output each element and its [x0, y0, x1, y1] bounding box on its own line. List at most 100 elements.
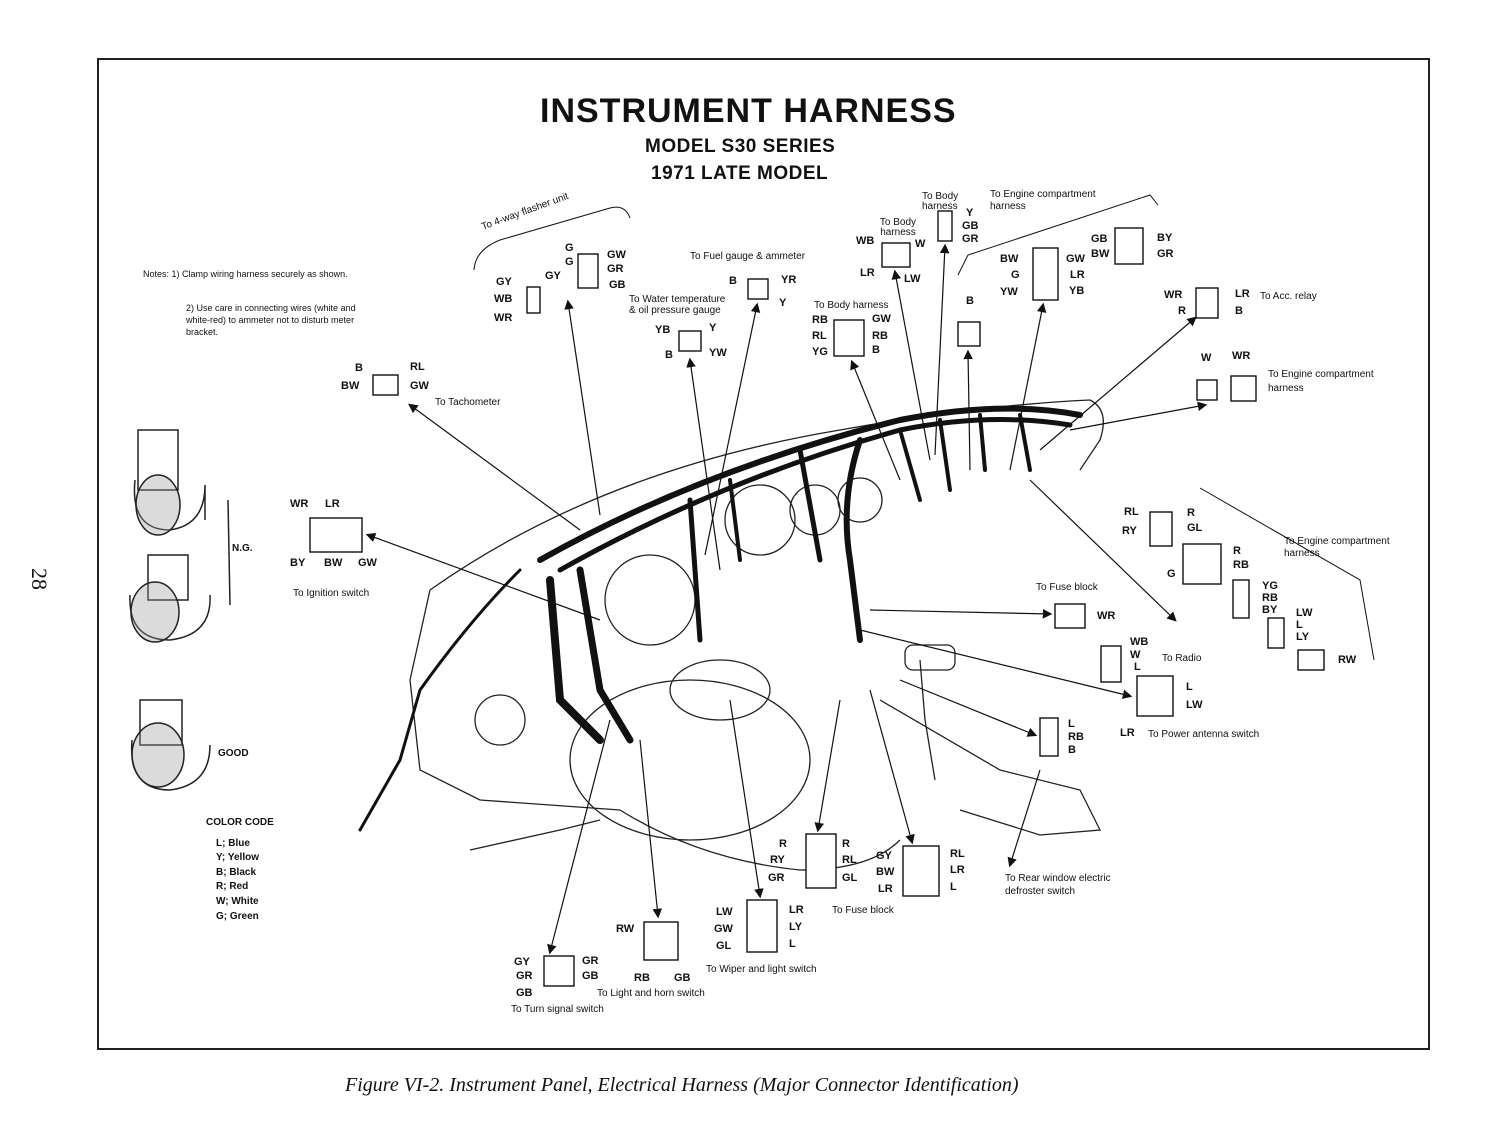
dest-water-temp-2: & oil pressure gauge	[629, 305, 721, 316]
clamp-good	[130, 699, 211, 791]
connector-wiper	[746, 899, 778, 953]
dashboard-left-outline	[409, 589, 621, 811]
wire-code: R	[779, 838, 787, 850]
wire-code: YR	[781, 274, 797, 286]
wire-code: B	[665, 349, 673, 361]
dest-tachometer: To Tachometer	[435, 397, 501, 408]
dest-fuel-gauge: To Fuel gauge & ammeter	[690, 251, 806, 262]
diagram-subtitle-model: MODEL S30 SERIES	[645, 136, 836, 157]
wire-code: RB	[812, 314, 828, 326]
wire-code: B	[729, 275, 737, 287]
wire-code: R	[1178, 305, 1186, 317]
figure-frame	[97, 58, 1430, 1050]
wire-code: WR	[494, 312, 513, 324]
connector-eng-e	[1182, 543, 1222, 585]
dest-turn-signal: To Turn signal switch	[511, 1004, 604, 1015]
wire-code: L	[1296, 619, 1303, 631]
color-code-legend: COLOR CODE L; Blue Y; Yellow B; Black R;…	[206, 816, 274, 924]
arrow-body-a	[850, 359, 901, 481]
wire-code: LY	[1296, 631, 1310, 643]
harness-branch-a	[898, 428, 922, 502]
arrow-antenna	[859, 629, 1133, 699]
connector-eng-c1	[1196, 379, 1218, 401]
connector-turn	[543, 955, 575, 987]
color-code-heading: COLOR CODE	[206, 817, 274, 828]
vent-left	[474, 694, 526, 746]
connector-eng-b	[1114, 227, 1144, 265]
color-code-entry: B; Black	[216, 866, 257, 878]
wire-code: L	[1186, 681, 1193, 693]
connector-water	[678, 330, 702, 352]
dest-engine-comp-2: To Engine compartment harness	[1268, 369, 1374, 394]
connector-body-a	[833, 319, 865, 357]
wire-code: GB	[516, 987, 533, 999]
wire-code: BW	[324, 557, 343, 569]
wire-code: W	[1201, 352, 1212, 364]
wire-code: GL	[716, 940, 732, 952]
connector-eng-c2	[1230, 375, 1257, 402]
connector-body-c	[937, 210, 953, 242]
wire-code: GR	[768, 872, 785, 884]
connector-eng-h	[1297, 649, 1325, 671]
connector-tach	[372, 374, 399, 396]
wire-code: GR	[962, 233, 979, 245]
harness-branch-c	[978, 413, 987, 472]
wire-code: LW	[1186, 699, 1203, 711]
wire-code: BY	[290, 557, 306, 569]
wire-code: G	[565, 256, 574, 268]
wire-code: WB	[856, 235, 875, 247]
aux-gauge-2	[837, 477, 883, 523]
wire-code: BW	[876, 866, 895, 878]
wire-code: GB	[962, 220, 979, 232]
wire-code: GR	[1157, 248, 1174, 260]
wire-code: RY	[1122, 525, 1137, 537]
wire-code: B	[1235, 305, 1243, 317]
clamp-ng-1	[133, 429, 206, 536]
arrow-fuse-1	[869, 609, 1053, 619]
wire-code: GR	[607, 263, 624, 275]
wire-code: YG	[1262, 580, 1278, 592]
dest-water-temp-1: To Water temperature	[629, 294, 726, 305]
harness-main-trunk	[537, 405, 1083, 563]
wire-code: LR	[950, 864, 965, 876]
harness-branch-d	[1018, 413, 1032, 472]
clamp-label-good: GOOD	[218, 748, 249, 759]
wire-code: LW	[904, 273, 921, 285]
arrow-fuse-2b	[869, 689, 915, 845]
wire-code: WB	[494, 293, 513, 305]
wire-code: GY	[876, 850, 892, 862]
connector-acc	[1195, 287, 1219, 319]
dest-fuse-block-1: To Fuse block	[1036, 582, 1098, 593]
wire-code: B	[355, 362, 363, 374]
dest-body-harness-a: To Body harness	[814, 300, 889, 311]
dest-engine-comp-3: To Engine compartment harness	[1284, 536, 1390, 559]
tachometer-gauge	[724, 484, 796, 556]
wire-code: GW	[358, 557, 377, 569]
wire-code: LR	[878, 883, 893, 895]
wire-code: GB	[674, 972, 691, 984]
wire-code: L	[1134, 661, 1141, 673]
wire-code: RL	[950, 848, 965, 860]
connector-eng-f	[1232, 579, 1250, 619]
wire-code: RY	[770, 854, 785, 866]
dest-engine-comp-1: To Engine compartment harness	[990, 189, 1096, 212]
wire-code: GL	[1187, 522, 1203, 534]
gear-lever	[919, 659, 936, 781]
speedometer-gauge	[604, 554, 696, 646]
dest-radio: To Radio	[1162, 653, 1202, 664]
wire-code: GW	[410, 380, 429, 392]
connector-antenna	[1136, 675, 1174, 717]
arrow-body-c	[934, 243, 950, 456]
note-2: 2) Use care in connecting wires (white a…	[186, 303, 356, 337]
wire-code: RB	[1262, 592, 1278, 604]
brace-engine-1	[957, 194, 1159, 276]
wire-code: RL	[410, 361, 425, 373]
arrow-turn	[547, 719, 611, 955]
arrow-eng-e	[1029, 479, 1177, 622]
wire-code: Y	[966, 207, 974, 219]
connector-flasher	[577, 253, 599, 289]
clamp-label-ng: N.G.	[232, 543, 253, 554]
wire-code: G	[1011, 269, 1020, 281]
